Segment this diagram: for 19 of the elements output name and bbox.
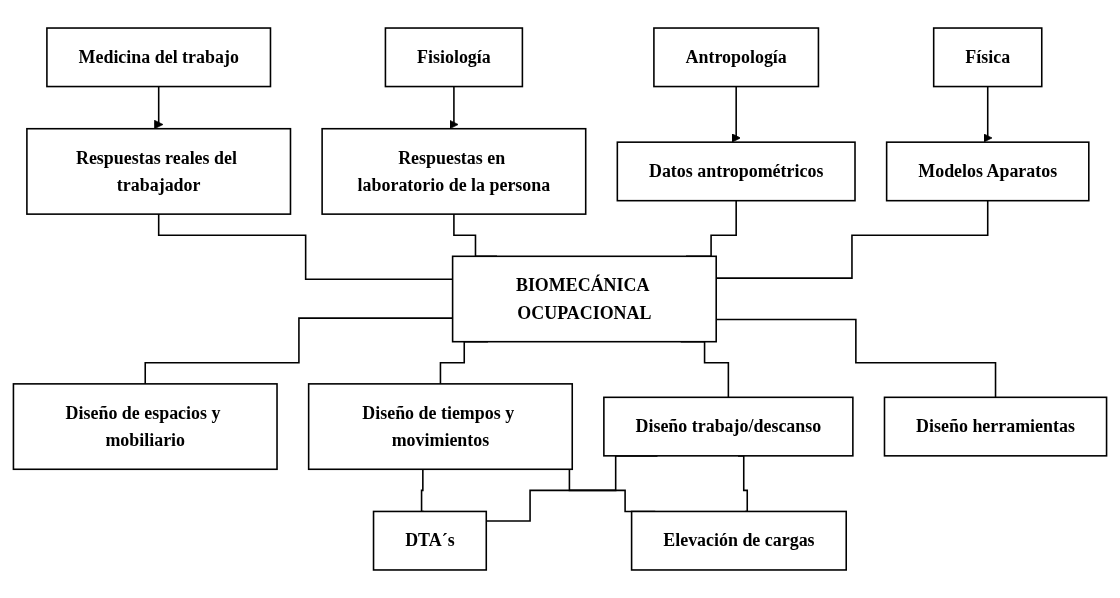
arrow xyxy=(731,85,741,143)
node-box: DTA´s xyxy=(372,510,488,571)
node-box: Elevación de cargas xyxy=(630,510,847,571)
node-box: Respuestas reales del trabajador xyxy=(26,127,292,215)
node-box: Respuestas en laboratorio de la persona xyxy=(321,127,587,215)
node-box: Física xyxy=(932,27,1043,88)
node-box: Medicina del trabajo xyxy=(46,27,272,88)
node-box: BIOMECÁNICA OCUPACIONAL xyxy=(451,255,717,343)
node-box: Diseño herramientas xyxy=(883,396,1108,457)
node-box: Diseño de tiempos y movimientos xyxy=(307,383,574,471)
node-box: Datos antropométricos xyxy=(616,141,856,202)
node-box: Fisiología xyxy=(384,27,524,88)
node-box: Antropología xyxy=(653,27,820,88)
node-box: Diseño de espacios y mobiliario xyxy=(12,383,278,471)
arrow xyxy=(449,85,459,130)
node-box: Modelos Aparatos xyxy=(885,141,1090,202)
arrow xyxy=(154,85,164,130)
node-box: Diseño trabajo/descanso xyxy=(603,396,854,457)
arrow xyxy=(983,85,993,143)
